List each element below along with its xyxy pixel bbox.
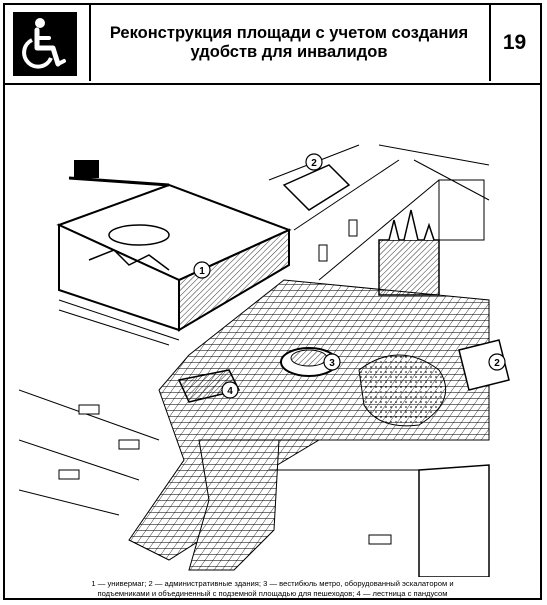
- administrative-building-top: [282, 164, 351, 211]
- stair-with-ramp: [177, 369, 241, 403]
- callout-2-top: 2: [305, 153, 323, 171]
- page-number-cell: 19: [489, 5, 540, 81]
- title-cell: Реконструкция площади с учетом создания …: [89, 5, 491, 81]
- svg-text:4: 4: [227, 386, 233, 397]
- green-island: [358, 354, 447, 427]
- administrative-building-right: [458, 339, 510, 391]
- callout-2-right: 2: [488, 353, 506, 371]
- page-number: 19: [502, 31, 527, 54]
- page-title: Реконструкция площади с учетом создания …: [109, 24, 469, 61]
- callout-4: 4: [221, 381, 239, 399]
- lower-right-building: [418, 464, 490, 577]
- callout-1: 1: [193, 261, 211, 279]
- callout-3: 3: [323, 353, 341, 371]
- svg-text:2: 2: [494, 358, 500, 369]
- church-building: [378, 179, 485, 296]
- svg-text:1: 1: [199, 266, 205, 277]
- department-store-building: [56, 160, 292, 346]
- logo-cell: [5, 5, 91, 81]
- page-frame: Реконструкция площади с учетом создания …: [3, 3, 542, 600]
- figure-caption: 1 — универмаг; 2 — административные здан…: [91, 579, 454, 598]
- square-axonometric-drawing: 1 2 2 3 4: [19, 144, 510, 577]
- wheelchair-accessibility-icon: [13, 12, 77, 76]
- svg-text:2: 2: [311, 158, 317, 169]
- page-header: Реконструкция площади с учетом создания …: [5, 5, 540, 85]
- svg-text:3: 3: [329, 358, 335, 369]
- road-lines-lower: [19, 389, 489, 516]
